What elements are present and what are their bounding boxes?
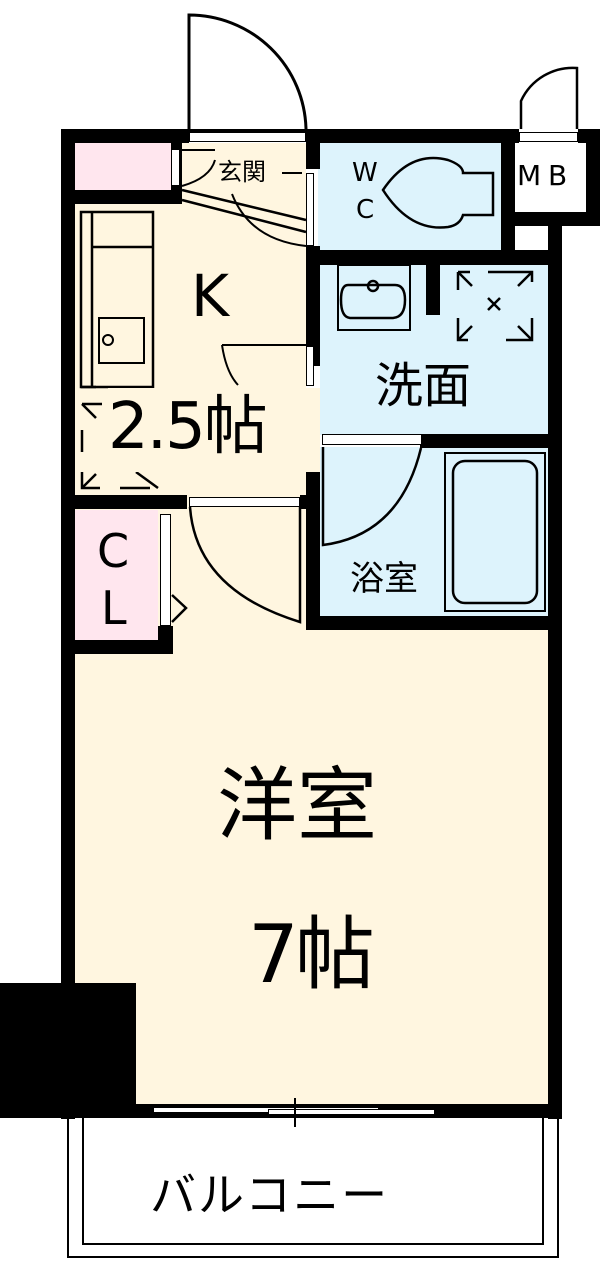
balcony-label: バルコニー — [150, 1168, 390, 1222]
entrance-label: 玄関 — [218, 158, 266, 186]
kitchen-counter — [79, 210, 155, 389]
toilet-bottom-wall — [306, 250, 548, 265]
balcony-outer — [67, 1118, 559, 1258]
toilet-left-wall-lower — [306, 246, 320, 366]
closet-bottom-wall — [61, 640, 173, 654]
room-door-swing — [188, 506, 302, 624]
washroom-bath-wall — [420, 434, 562, 448]
bathroom-door-opening[interactable] — [322, 434, 422, 445]
toilet-label-w: W — [352, 158, 378, 188]
outer-wall-top-left — [61, 129, 189, 143]
closet-label-c: C — [97, 524, 130, 578]
outer-wall-top-mid — [306, 129, 519, 143]
entrance-door-swing — [187, 13, 308, 130]
entrance-door-opening — [189, 132, 306, 142]
room-door-opening[interactable] — [189, 497, 300, 507]
washroom-partition — [426, 265, 440, 315]
bathtub-outer — [444, 452, 546, 612]
closet-side-wall-bottom — [158, 626, 173, 654]
washroom-door-swing — [221, 344, 306, 386]
bathtub-icon — [451, 459, 539, 605]
closet-door-pull — [171, 594, 188, 623]
washroom-label: 洗面 — [375, 358, 472, 414]
outer-wall-right-upper — [586, 143, 600, 215]
wash-basin-icon — [339, 283, 407, 320]
stove-icon — [98, 317, 145, 364]
toilet-door-opening[interactable] — [306, 173, 314, 246]
kitchen-label: K — [191, 262, 230, 330]
mb-top-wall-right — [578, 129, 600, 143]
toilet-right-wall — [501, 129, 515, 265]
closet-door[interactable] — [160, 514, 171, 626]
toilet-floor — [318, 143, 501, 250]
washer-space-icon — [456, 270, 534, 342]
fridge-space — [80, 402, 159, 490]
wash-basin-counter — [337, 264, 411, 331]
mb-door-swing — [519, 66, 579, 129]
western-room-label: 洋室 — [217, 759, 377, 852]
toilet-door-swing — [231, 193, 307, 247]
shoe-cabinet-door — [171, 149, 180, 186]
bathroom-floor-top — [320, 447, 548, 616]
kitchen-size-label: 2.5帖 — [108, 390, 268, 464]
meter-box-label: M B — [517, 159, 567, 192]
structural-column — [0, 983, 136, 1118]
closet-floor-top — [75, 510, 158, 640]
balcony-window-inner[interactable] — [268, 1109, 435, 1115]
shoe-door-arc — [181, 149, 216, 187]
kitchen-bottom-wall-right — [300, 495, 320, 509]
mb-door-opening — [519, 132, 578, 142]
bath-left-wall — [306, 472, 320, 630]
toilet-bowl-icon — [381, 156, 495, 229]
toilet-label-c: C — [356, 195, 375, 225]
bathroom-door-swing — [321, 447, 423, 547]
outer-wall-left — [61, 129, 75, 1119]
balcony-inner — [82, 1118, 544, 1245]
kitchen-bottom-wall — [61, 495, 187, 509]
shoe-cabinet-wall — [61, 190, 182, 204]
western-room-size-label: 7帖 — [248, 908, 375, 1001]
hall-floor — [172, 505, 306, 635]
entrance-door-jamb-left — [189, 129, 306, 132]
bathroom-label: 浴室 — [350, 559, 418, 599]
shoe-cabinet-area — [75, 143, 171, 190]
entrance-step-lines — [181, 188, 307, 234]
kitchen-size-bg — [108, 388, 320, 472]
bath-bottom-wall — [306, 616, 562, 630]
closet-label-l: L — [101, 581, 127, 635]
toilet-left-wall — [306, 129, 320, 169]
washroom-door-opening[interactable] — [306, 346, 314, 386]
